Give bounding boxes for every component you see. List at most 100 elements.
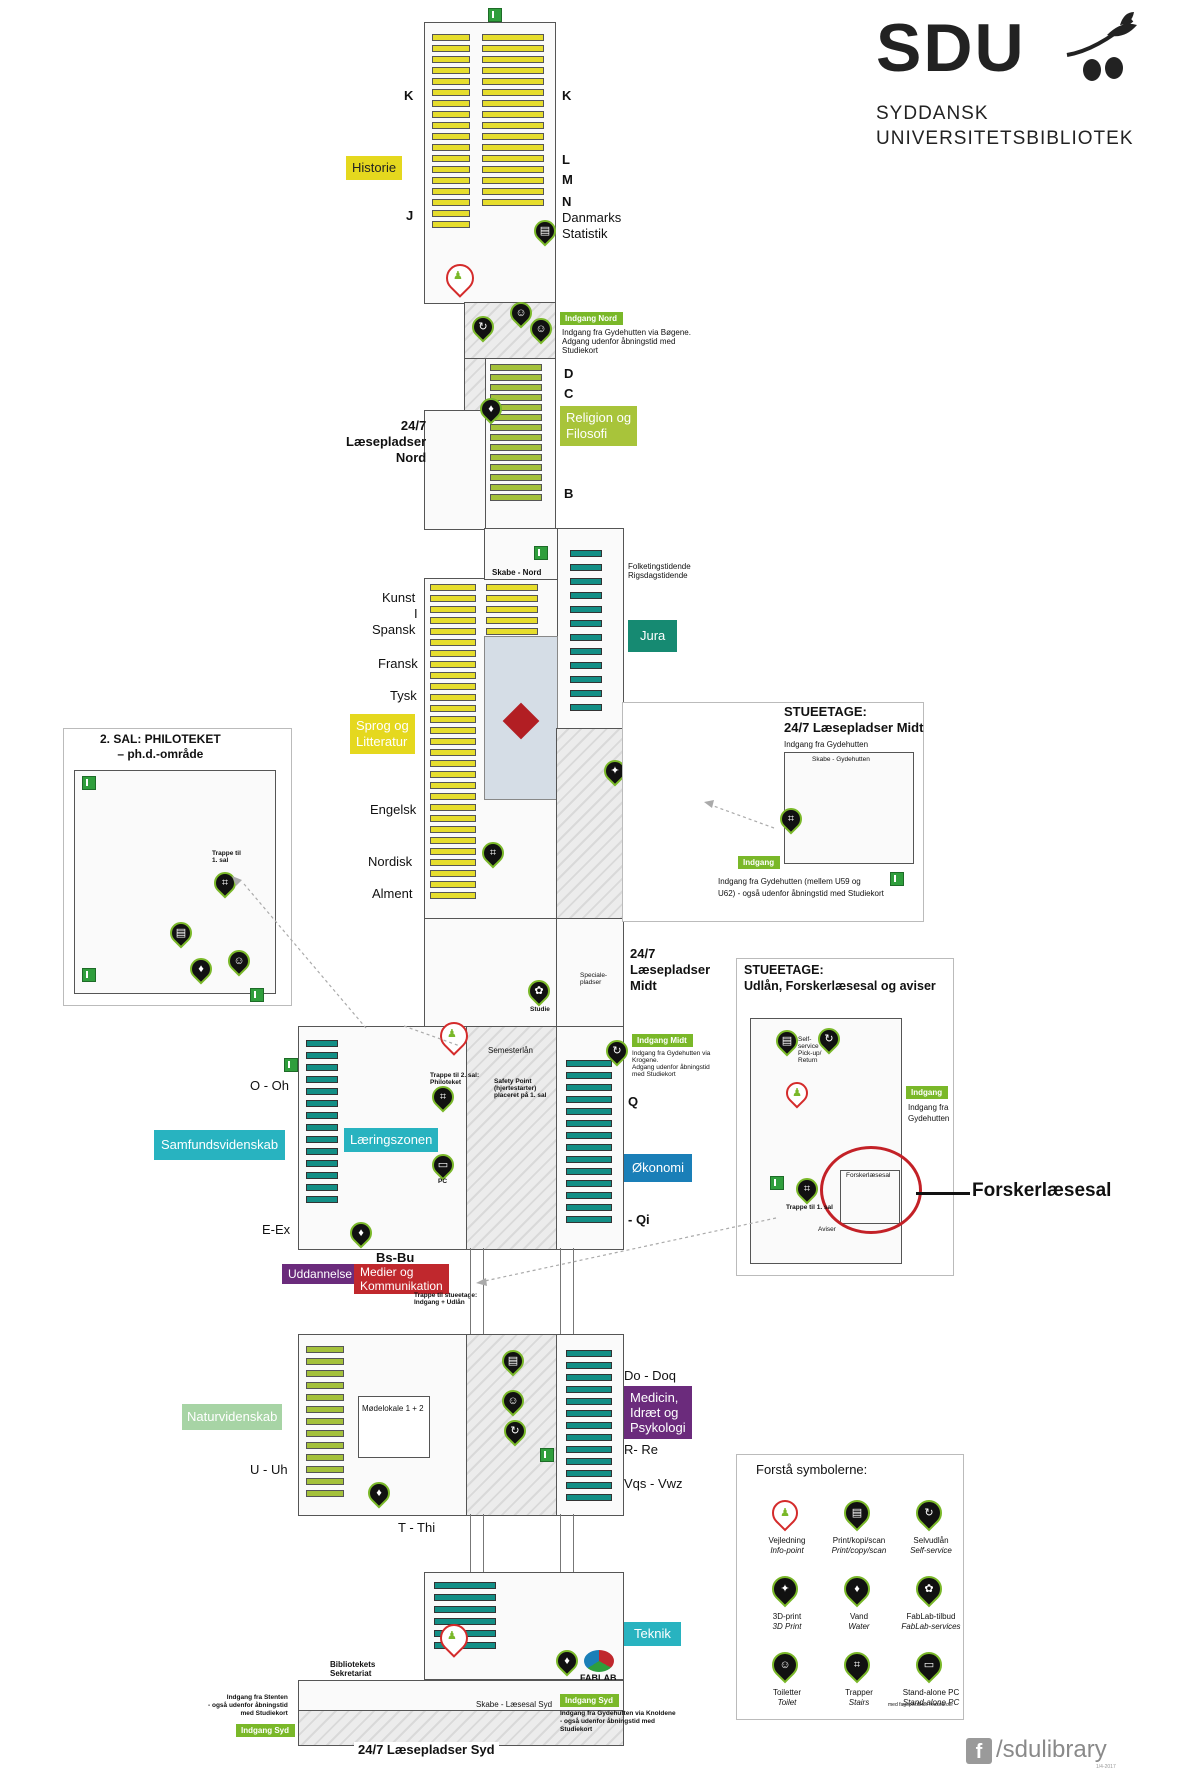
bookshelf bbox=[432, 144, 470, 151]
bookshelf bbox=[306, 1100, 338, 1107]
legend-label-da: Vand bbox=[849, 1612, 869, 1621]
bookshelf bbox=[430, 870, 476, 877]
bookshelf bbox=[430, 837, 476, 844]
bookshelf bbox=[430, 749, 476, 756]
bookshelf bbox=[434, 1594, 496, 1601]
bookshelf bbox=[490, 474, 542, 481]
bookshelf bbox=[566, 1362, 612, 1369]
label-i: I bbox=[414, 606, 418, 621]
bookshelf bbox=[432, 133, 470, 140]
entrance-syd-left-desc: Indgang fra Stenten - også udenfor åbnin… bbox=[208, 1694, 288, 1717]
bookshelf bbox=[570, 592, 602, 599]
bookshelf bbox=[490, 424, 542, 431]
bibliotekets-label: Bibliotekets Sekretariat bbox=[330, 1660, 376, 1678]
bookshelf bbox=[566, 1120, 612, 1127]
bookshelf bbox=[482, 34, 544, 41]
bookshelf bbox=[482, 199, 544, 206]
bookshelf bbox=[566, 1108, 612, 1115]
bookshelf bbox=[570, 606, 602, 613]
bookshelf bbox=[566, 1350, 612, 1357]
letter-d: D bbox=[564, 366, 574, 381]
philoteket-title: 2. SAL: PHILOTEKET – ph.d.-område bbox=[100, 732, 221, 761]
skabe-nord-label: Skabe - Nord bbox=[492, 568, 542, 577]
label-q: Q bbox=[628, 1094, 639, 1109]
bookshelf bbox=[430, 661, 476, 668]
connector-mid-south-2 bbox=[560, 1248, 574, 1334]
letter-n: N bbox=[562, 194, 572, 209]
bookshelf bbox=[482, 45, 544, 52]
bookshelf bbox=[566, 1446, 612, 1453]
bookshelf bbox=[430, 650, 476, 657]
bookshelf bbox=[430, 672, 476, 679]
label-statistik: Statistik bbox=[562, 226, 608, 241]
entrance-syd-right-label: Indgang Syd bbox=[560, 1694, 619, 1707]
bookshelf bbox=[306, 1124, 338, 1131]
syd-inner bbox=[298, 1710, 624, 1746]
bookshelf bbox=[566, 1168, 612, 1175]
forskerlaesesal-callout: Forskerlæsesal bbox=[972, 1180, 1112, 1201]
bookshelf bbox=[490, 384, 542, 391]
bookshelf bbox=[566, 1410, 612, 1417]
bookshelf bbox=[430, 716, 476, 723]
tag-natur: Naturvidenskab bbox=[182, 1404, 283, 1430]
bookshelf bbox=[432, 177, 470, 184]
exit-sign-icon bbox=[890, 872, 904, 886]
bookshelf bbox=[566, 1422, 612, 1429]
label-t-thi: T - Thi bbox=[398, 1520, 436, 1535]
bookshelf bbox=[566, 1470, 612, 1477]
legend-label-da: Selvudlån bbox=[913, 1536, 949, 1545]
bookshelf bbox=[430, 705, 476, 712]
sdu-logo: SDU bbox=[876, 10, 1026, 86]
label-u-uh: U - Uh bbox=[250, 1462, 288, 1477]
legend-label-en: Toilet bbox=[777, 1698, 797, 1707]
legend-label-da: FabLab-tilbud bbox=[906, 1612, 956, 1621]
bookshelf bbox=[566, 1204, 612, 1211]
bookshelf bbox=[570, 564, 602, 571]
bookshelf bbox=[482, 56, 544, 63]
reading-north bbox=[424, 410, 486, 530]
letter-j: J bbox=[406, 208, 414, 223]
bookshelf bbox=[306, 1346, 344, 1353]
legend-label-en: Info-point bbox=[770, 1546, 804, 1555]
bookshelf bbox=[430, 606, 476, 613]
folketing-label: Folketingstidende Rigsdagstidende bbox=[628, 562, 691, 580]
bookshelf bbox=[432, 34, 470, 41]
bookshelf bbox=[430, 771, 476, 778]
stueetage-midt-indgang: Indgang bbox=[738, 856, 781, 869]
forskerlaesesal-highlight bbox=[820, 1146, 922, 1234]
legend-label-en: Self-service bbox=[910, 1546, 952, 1555]
tag-teknik: Teknik bbox=[624, 1622, 681, 1646]
letter-m: M bbox=[562, 172, 573, 187]
bookshelf bbox=[306, 1454, 344, 1461]
bookshelf bbox=[570, 578, 602, 585]
bookshelf bbox=[306, 1358, 344, 1365]
bookshelf bbox=[570, 550, 602, 557]
trappe-2sal-label: Trappe til 2. sal: Philoteket bbox=[430, 1072, 480, 1086]
bookshelf bbox=[306, 1442, 344, 1449]
entrance-midt-desc: Indgang fra Gydehutten via Krogene. Adga… bbox=[632, 1050, 711, 1078]
stueetage-midt-skabe: Skabe - Gydehutten bbox=[812, 756, 870, 763]
bookshelf bbox=[566, 1156, 612, 1163]
bookshelf bbox=[432, 100, 470, 107]
bookshelf bbox=[570, 676, 602, 683]
entrance-syd-right-desc: Indgang fra Gydehutten via Knoldene - og… bbox=[560, 1710, 676, 1733]
label-kunst: Kunst bbox=[382, 590, 416, 605]
trappe-stue-label: Trappe til stueetage: Indgang + Udlån bbox=[414, 1292, 478, 1306]
bookshelf bbox=[482, 177, 544, 184]
midt-reading bbox=[556, 918, 624, 1028]
bookshelf bbox=[486, 628, 538, 635]
bookshelf bbox=[566, 1060, 612, 1067]
bookshelf bbox=[432, 155, 470, 162]
exit-sign-icon bbox=[250, 988, 264, 1002]
bookshelf bbox=[306, 1406, 344, 1413]
bookshelf bbox=[482, 67, 544, 74]
legend-title: Forstå symbolerne: bbox=[756, 1462, 868, 1477]
legend-label-da: Toiletter bbox=[772, 1688, 801, 1697]
tag-okonomi: Økonomi bbox=[624, 1154, 693, 1182]
bookshelf bbox=[570, 620, 602, 627]
bookshelf bbox=[430, 617, 476, 624]
bookshelf bbox=[570, 648, 602, 655]
bookshelf bbox=[430, 584, 476, 591]
bookshelf bbox=[570, 634, 602, 641]
bookshelf bbox=[482, 188, 544, 195]
